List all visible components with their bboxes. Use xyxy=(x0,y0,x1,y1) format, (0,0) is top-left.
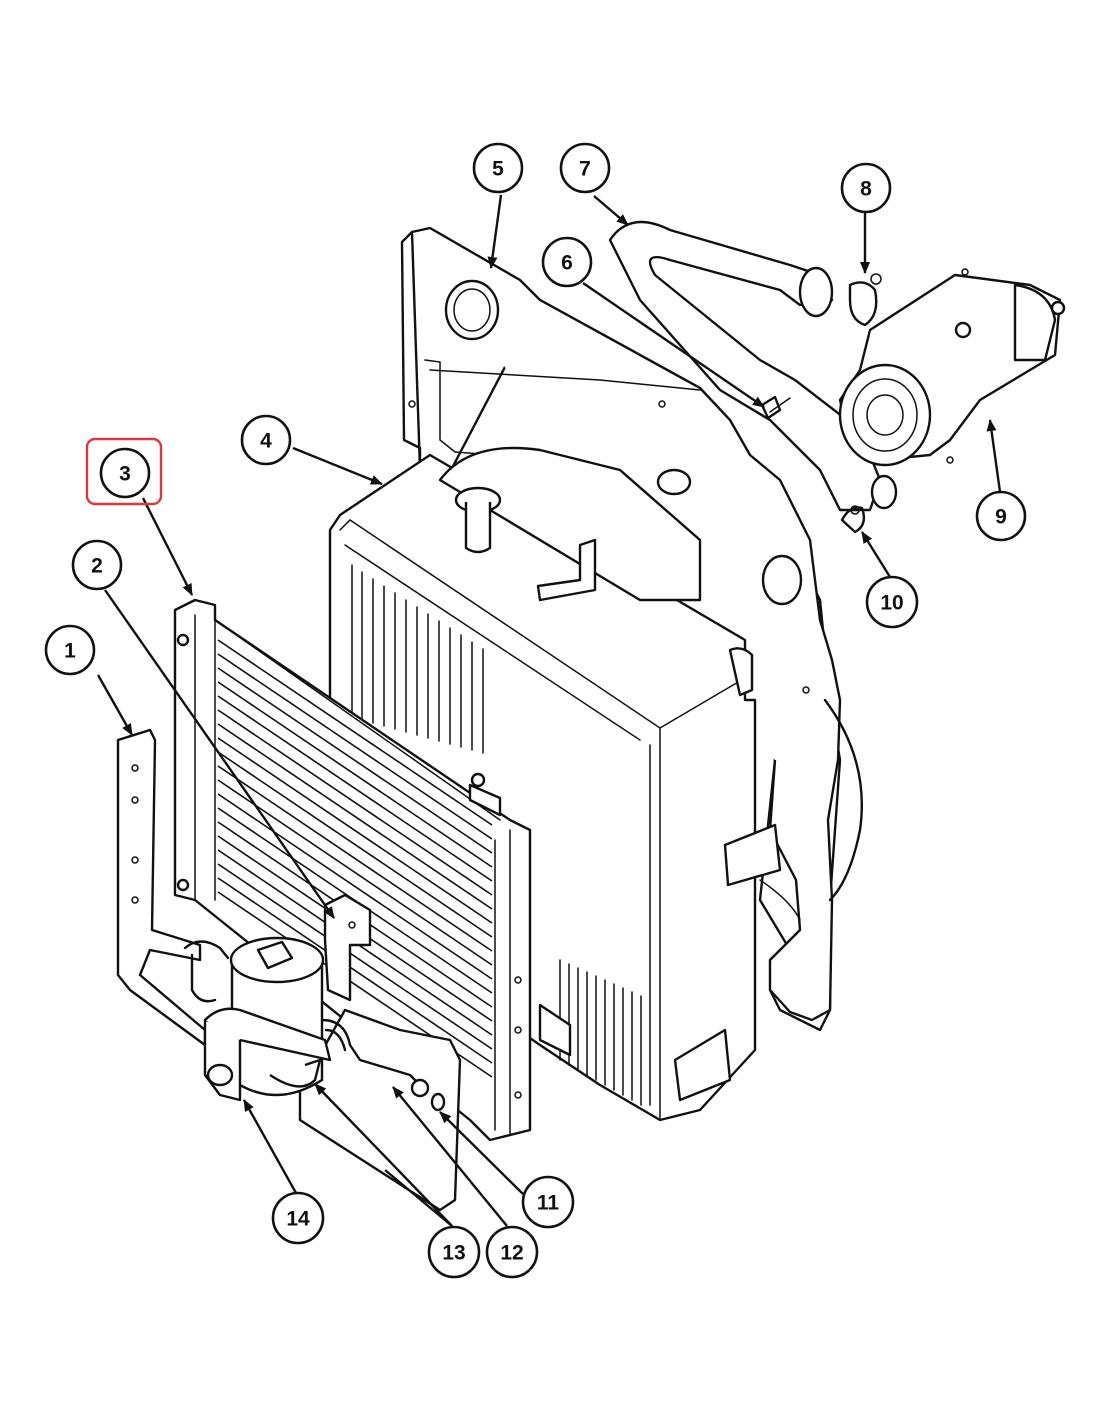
callout-2: 2 xyxy=(71,539,123,591)
callout-circle-4 xyxy=(240,414,292,466)
callout-label-10: 10 xyxy=(880,592,903,615)
callout-label-6: 6 xyxy=(561,252,573,275)
callout-label-13: 13 xyxy=(442,1242,465,1265)
highlight-box xyxy=(85,437,163,506)
callout-6: 6 xyxy=(541,236,593,288)
callout-label-11: 11 xyxy=(537,1192,560,1215)
mounting-bracket-part-1 xyxy=(116,728,462,1212)
callout-circle-3 xyxy=(99,447,151,499)
callout-11: 11 xyxy=(521,1175,575,1229)
callout-label-3: 3 xyxy=(119,463,131,486)
callout-label-5: 5 xyxy=(492,158,504,181)
callout-circle-2 xyxy=(71,539,123,591)
callout-circle-12 xyxy=(485,1225,539,1279)
callout-circle-10 xyxy=(865,575,919,629)
receiver-drier-part xyxy=(183,936,446,1112)
callout-7: 7 xyxy=(559,142,611,194)
condenser-part xyxy=(173,598,532,1142)
callout-circle-7 xyxy=(559,142,611,194)
callout-circle-11 xyxy=(521,1175,575,1229)
callout-label-9: 9 xyxy=(995,506,1007,529)
callout-4: 4 xyxy=(240,414,292,466)
callout-circle-5 xyxy=(472,142,524,194)
callout-12: 12 xyxy=(485,1225,539,1279)
callout-circle-14 xyxy=(271,1191,325,1245)
callout-label-2: 2 xyxy=(91,555,103,578)
callout-8: 8 xyxy=(840,162,892,214)
callout-label-7: 7 xyxy=(579,158,591,181)
callout-13: 13 xyxy=(427,1225,481,1279)
callout-1: 1 xyxy=(44,624,96,676)
callout-3: 3 xyxy=(99,447,151,499)
callout-label-1: 1 xyxy=(64,640,76,663)
callout-14: 14 xyxy=(271,1191,325,1245)
callout-label-14: 14 xyxy=(286,1208,310,1231)
callout-circle-13 xyxy=(427,1225,481,1279)
callout-circle-9 xyxy=(975,490,1027,542)
leader-lines xyxy=(96,194,1002,1227)
callout-5: 5 xyxy=(472,142,524,194)
bracket-part-2 xyxy=(323,893,372,1002)
callout-label-4: 4 xyxy=(260,430,272,453)
callout-10: 10 xyxy=(865,575,919,629)
callout-label-12: 12 xyxy=(500,1242,523,1265)
callout-circle-1 xyxy=(44,624,96,676)
fan-shroud-part xyxy=(400,226,864,1032)
callout-9: 9 xyxy=(975,490,1027,542)
compressor-and-hose-parts xyxy=(608,220,1066,534)
callout-circle-8 xyxy=(840,162,892,214)
callout-circle-6 xyxy=(541,236,593,288)
callout-label-8: 8 xyxy=(860,178,872,201)
